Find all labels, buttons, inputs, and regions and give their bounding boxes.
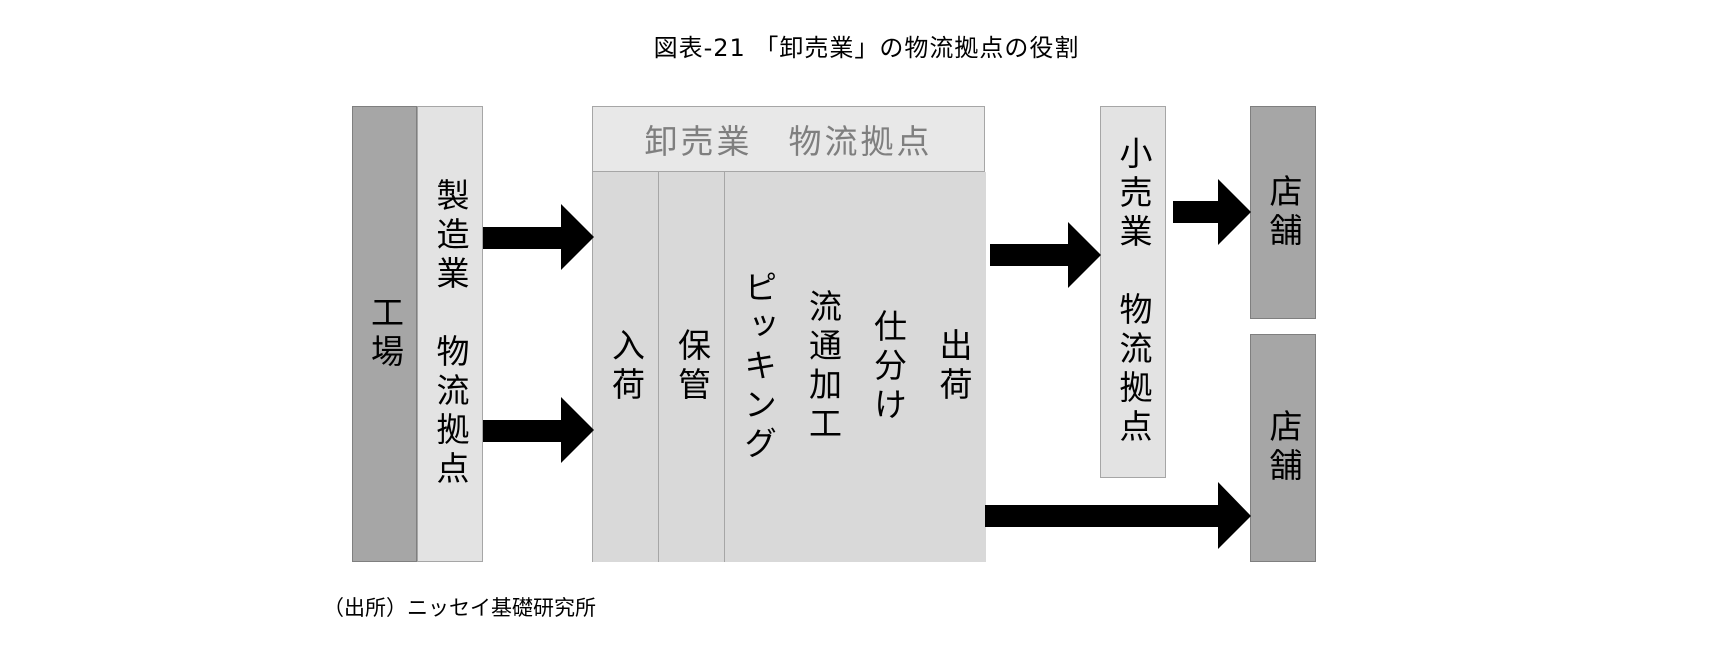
manufacturer-label: 製造業 物流拠点 (431, 178, 470, 490)
step-column: ピッキング (725, 172, 791, 562)
store-label: 店舗 (1264, 173, 1303, 252)
store-box-top: 店舗 (1250, 106, 1316, 319)
step-label: 出荷 (934, 328, 973, 406)
retail-box: 小売業 物流拠点 (1100, 106, 1166, 478)
store-label: 店舗 (1264, 409, 1303, 487)
store-box-bottom: 店舗 (1250, 334, 1316, 562)
step-label: 流通加工 (803, 289, 843, 445)
arrow-manufacturer-to-wholesale-bottom (483, 397, 594, 463)
step-column: 保管 (659, 172, 725, 562)
step-column: 入荷 (593, 172, 659, 562)
arrow-wholesale-to-store (985, 482, 1251, 549)
step-label: ピッキング (738, 269, 778, 465)
step-column: 流通加工 (790, 172, 856, 562)
arrow-wholesale-to-retail (990, 222, 1101, 288)
step-label: 仕分け (868, 308, 908, 426)
step-label: 入荷 (606, 328, 646, 406)
source-note: （出所）ニッセイ基礎研究所 (323, 596, 596, 620)
factory-label: 工場 (365, 295, 405, 373)
step-column: 仕分け (855, 172, 921, 562)
factory-box: 工場 (352, 106, 417, 562)
step-column: 出荷 (920, 172, 986, 562)
page-title: 図表-21 「卸売業」の物流拠点の役割 (653, 34, 1080, 62)
wholesale-header: 卸売業 物流拠点 (592, 106, 985, 172)
retail-label: 小売業 物流拠点 (1114, 136, 1153, 448)
manufacturer-box: 製造業 物流拠点 (417, 106, 483, 562)
arrow-manufacturer-to-wholesale-top (483, 204, 594, 270)
arrow-retail-to-store (1173, 179, 1251, 245)
step-label: 保管 (672, 328, 712, 406)
